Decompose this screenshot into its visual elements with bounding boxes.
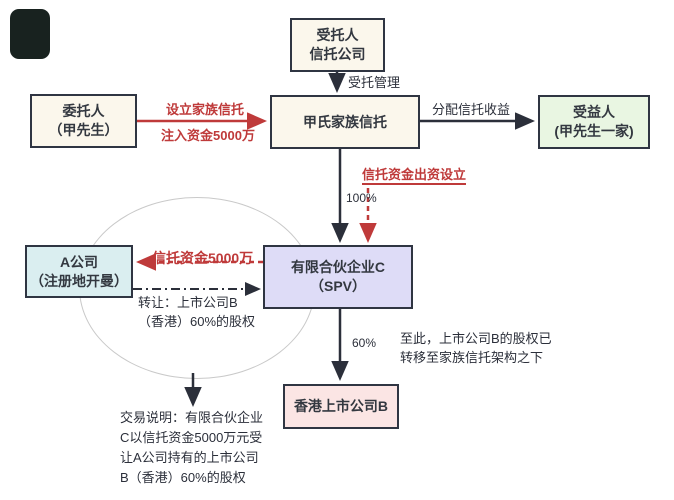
node-beneficiary-line2: (甲先生一家) (554, 123, 634, 139)
footnote-line3: 让A公司持有的上市公司 (120, 450, 259, 465)
node-company-a-line1: A公司 (59, 253, 99, 270)
node-spv-line1: 有限合伙企业C (290, 259, 386, 275)
footnote-line1: 交易说明：有限合伙企业 (120, 410, 264, 425)
side-note: 至此，上市公司B的股权已 转移至家族信托架构之下 (400, 329, 552, 367)
label-company-a-to-spv: 转让：上市公司B （香港）60%的股权 (138, 293, 255, 331)
node-beneficiary: 受益人 (甲先生一家) (538, 95, 650, 149)
label-trust-funding-text: 信托资金出资设立 (362, 167, 467, 185)
label-transfer-line2: （香港）60%的股权 (138, 314, 256, 329)
label-spv-to-listed-pct: 60% (352, 336, 377, 350)
node-company-a-line2: （注册地开曼） (30, 272, 128, 289)
node-company-a: A公司 （注册地开曼） (25, 245, 133, 298)
label-settlor-top: 设立家族信托 (165, 102, 244, 117)
node-spv-line2: （SPV） (309, 278, 366, 294)
logo-block (10, 9, 50, 59)
node-spv: 有限合伙企业C （SPV） (263, 245, 413, 309)
side-note-line2: 转移至家族信托架构之下 (400, 350, 544, 365)
label-settlor-bottom: 注入资金5000万 (161, 128, 255, 143)
label-transfer-line1: 转让：上市公司B (138, 295, 238, 310)
node-settlor-line2: （甲先生） (48, 122, 119, 138)
side-note-line1: 至此，上市公司B的股权已 (400, 331, 552, 346)
node-trustee-line1: 受托人 (316, 27, 359, 43)
label-trust-to-beneficiary: 分配信托收益 (432, 102, 511, 117)
node-listed-company: 香港上市公司B (283, 384, 399, 429)
node-family-trust-label: 甲氏家族信托 (303, 113, 387, 130)
node-beneficiary-line1: 受益人 (573, 104, 615, 120)
label-trust-funding: 信托资金出资设立 (362, 166, 467, 185)
footnote-line4: B（香港）60%的股权 (120, 470, 246, 485)
footnote-line2: C以信托资金5000万元受 (120, 430, 263, 445)
node-listed-company-label: 香港上市公司B (293, 398, 389, 414)
label-spv-to-company-a: 信托资金5000万 (152, 250, 254, 266)
node-trustee: 受托人 信托公司 (290, 18, 385, 72)
label-trustee-to-trust: 受托管理 (348, 75, 401, 90)
node-settlor-line1: 委托人 (62, 103, 105, 119)
label-trust-to-spv-pct: 100% (346, 191, 377, 205)
footnote: 交易说明：有限合伙企业 C以信托资金5000万元受 让A公司持有的上市公司 B（… (120, 408, 263, 488)
node-settlor: 委托人 （甲先生） (30, 94, 137, 148)
node-trustee-line2: 信托公司 (309, 46, 366, 62)
node-family-trust: 甲氏家族信托 (270, 95, 420, 149)
